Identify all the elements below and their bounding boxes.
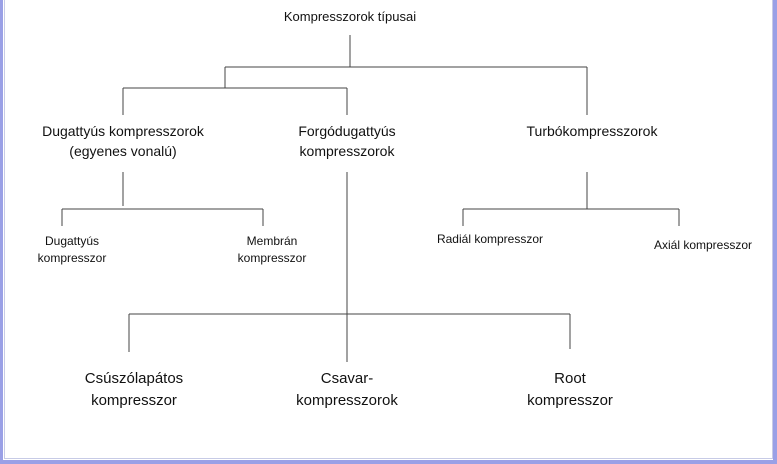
node-membrane-compressor: Membrán kompresszor [237, 234, 307, 266]
node-rotary-line1: Forgódugattyús [298, 123, 396, 139]
node-screw-compressors: Csavar- kompresszorok [296, 370, 398, 409]
node-rotary-line2: kompresszorok [299, 143, 395, 160]
slide-inner-border [4, 0, 773, 459]
node-vane-compressor: Csúszólapátos kompresszor [84, 370, 184, 409]
node-piston-compressors-line2: (egyenes vonalú) [69, 143, 177, 160]
node-root-compressor: Root kompresszor [527, 370, 613, 409]
node-turbo-compressors: Turbókompresszorok [526, 123, 658, 139]
root-label: Kompresszorok típusai [283, 9, 417, 24]
node-piston-compressors-line1: Dugattyús kompresszorok [42, 123, 204, 139]
node-axial-compressor: Axiál kompresszor [653, 238, 753, 252]
node-piston-compressor: Dugattyús kompresszor [37, 234, 107, 266]
node-radial-compressor: Radiál kompresszor [436, 232, 544, 246]
node-piston-compressors: Dugattyús kompresszorok (egyenes vonalú) [35, 121, 211, 162]
node-rotary-piston-compressors: Forgódugattyús kompresszorok [283, 121, 411, 162]
